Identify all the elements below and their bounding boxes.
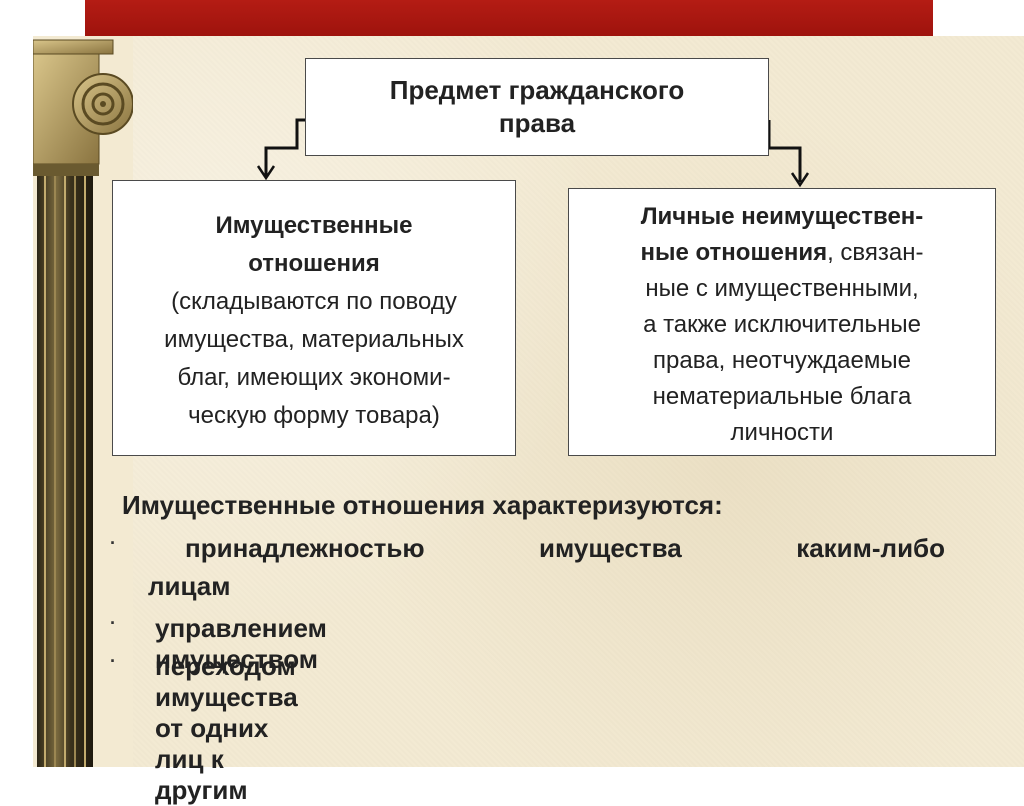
list-item-word: принадлежностью xyxy=(185,533,425,563)
arrowhead-left xyxy=(256,165,276,181)
connector-left xyxy=(264,118,305,176)
root-box: Предмет гражданского права xyxy=(305,58,769,156)
non-property-relations-box: Личные неимуществен- ные отношения, связ… xyxy=(568,188,996,456)
left-body-line: имущества, материальных xyxy=(164,326,464,353)
bullet-icon: · xyxy=(110,651,116,671)
left-title-line1: Имущественные xyxy=(215,212,413,239)
list-item-text: переходом имущества от одних лиц к други… xyxy=(155,651,298,805)
right-body-line: нематериальные блага xyxy=(652,383,912,410)
right-title-line1: Личные неимуществен- xyxy=(640,203,924,230)
diagram-connectors xyxy=(256,118,810,188)
list-item-word: каким-либо xyxy=(796,533,945,563)
left-title-line2: отношения xyxy=(248,250,380,277)
root-title-line2: права xyxy=(498,108,576,138)
right-body-line: ные с имущественными, xyxy=(645,275,919,302)
bullet-icon: · xyxy=(110,533,116,553)
root-title-line1: Предмет гражданского xyxy=(389,75,685,105)
left-body-line: ческую форму товара) xyxy=(188,402,440,429)
connector-right xyxy=(767,120,802,182)
characteristics-heading: Имущественные отношения характеризуются: xyxy=(122,490,723,520)
property-relations-box: Имущественные отношения (складываются по… xyxy=(112,180,516,456)
bullet-icon: · xyxy=(110,613,116,633)
list-item-line1: принадлежностью имущества каким-либо xyxy=(185,533,945,564)
list-item-text: управлением имуществом xyxy=(155,613,327,674)
list-item-word: имущества xyxy=(539,533,682,563)
right-title-bold: ные отношения xyxy=(640,239,828,266)
top-accent-bar xyxy=(85,0,933,36)
arrowhead-right xyxy=(790,172,810,188)
right-body-line: личности xyxy=(730,419,834,446)
right-title-rest: , связан- xyxy=(827,239,924,266)
right-body-line: а также исключительные xyxy=(643,311,921,338)
right-body-line: права, неотчуждаемые xyxy=(653,347,911,374)
ionic-column-decoration xyxy=(33,36,133,767)
list-item-line2: лицам xyxy=(148,571,231,601)
right-title-line2: ные отношения, связан- xyxy=(569,235,995,271)
left-body-line: (складываются по поводу xyxy=(171,288,457,315)
left-body-line: благ, имеющих экономи- xyxy=(177,364,451,391)
